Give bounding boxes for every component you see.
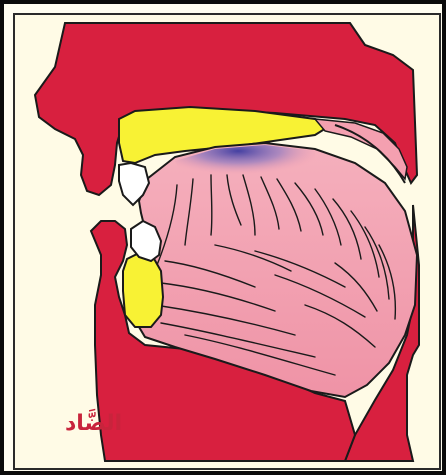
diagram-panel: الضَّاد: [13, 13, 441, 470]
lower-gum-ridge: [123, 253, 163, 327]
mouth-cross-section-diagram: [15, 15, 439, 468]
letter-label: الضَّاد: [65, 413, 122, 435]
